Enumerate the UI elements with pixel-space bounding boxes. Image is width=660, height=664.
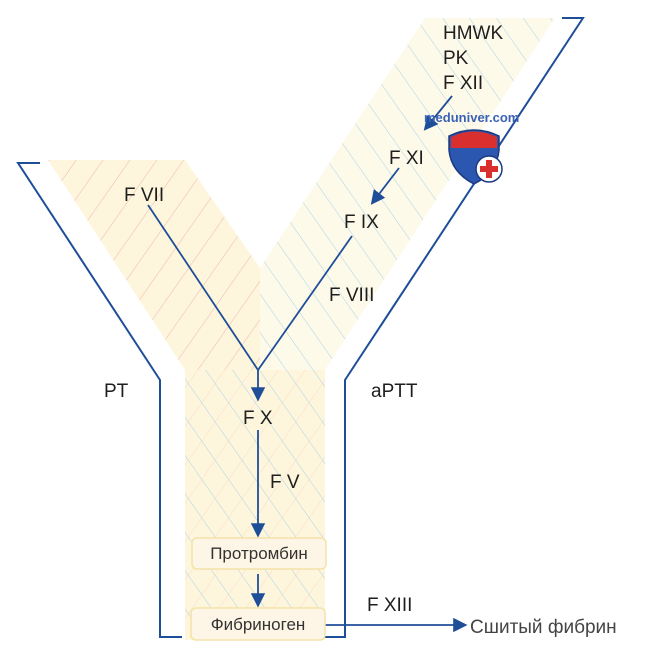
- label-f7: F VII: [124, 185, 164, 206]
- arrow-f12-f11: [423, 95, 453, 131]
- fibrinogen-label: Фибриноген: [211, 615, 306, 634]
- intrinsic-arm: [185, 18, 555, 640]
- fibrinogen-box: Фибриноген: [190, 607, 326, 641]
- label-pk: PK: [443, 48, 469, 69]
- label-hmwk: HMWK: [443, 23, 503, 44]
- arrow-f11-f9: [370, 167, 400, 205]
- label-f9: F IX: [344, 212, 379, 233]
- aptt-bracket: [320, 17, 585, 638]
- label-f5: F V: [270, 472, 300, 493]
- pt-bracket: [16, 162, 182, 638]
- arrows: [147, 95, 468, 633]
- meduniver-logo: meduniver.com: [424, 110, 519, 185]
- arrow-f9-f10: [257, 235, 353, 371]
- label-aptt: aPTT: [371, 381, 418, 402]
- label-pt: PT: [104, 381, 129, 402]
- watermark-text: meduniver.com: [424, 110, 519, 125]
- label-f13: F XIII: [367, 595, 412, 616]
- arrow-f7-f10: [147, 204, 259, 371]
- label-f11: F XI: [389, 148, 424, 169]
- label-f10: F X: [243, 408, 273, 429]
- prothrombin-box: Протромбин: [191, 537, 327, 570]
- crosslinked-fibrin-label: Сшитый фибрин: [470, 617, 617, 638]
- prothrombin-label: Протромбин: [210, 544, 308, 563]
- label-f12: F XII: [443, 73, 483, 94]
- label-f8: F VIII: [329, 285, 374, 306]
